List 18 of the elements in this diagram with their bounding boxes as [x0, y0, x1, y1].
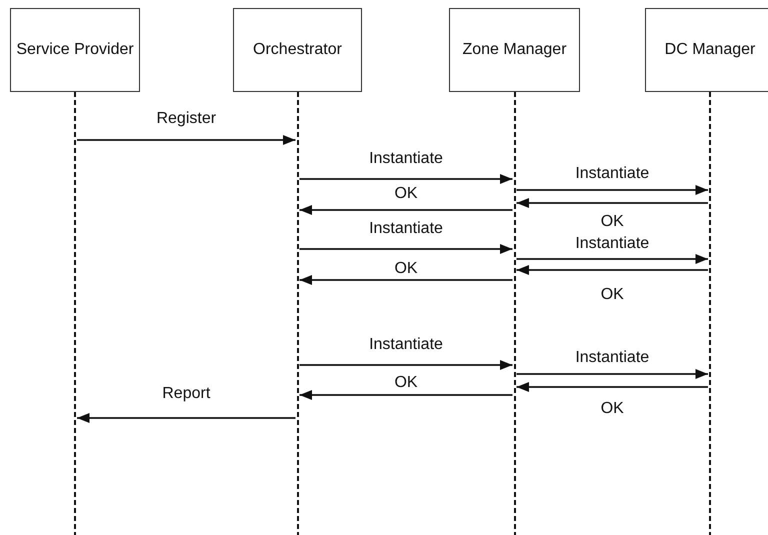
message-arrow	[300, 360, 512, 370]
message-arrow	[516, 382, 708, 392]
message-arrow	[300, 174, 512, 184]
message-arrow	[516, 254, 708, 264]
participant-box: Service Provider	[10, 8, 140, 92]
message-arrow	[516, 184, 708, 196]
participant-box: DC Manager	[645, 8, 768, 92]
message-arrow	[77, 412, 296, 424]
message-arrow	[516, 198, 708, 208]
message-arrow	[516, 368, 708, 380]
message-arrow	[300, 274, 512, 286]
participant-box: Zone Manager	[449, 8, 580, 92]
message-arrow	[300, 390, 512, 400]
participant-box: Orchestrator	[233, 8, 362, 92]
message-arrow	[300, 204, 512, 216]
message-arrow	[300, 244, 512, 254]
message-arrow	[516, 264, 708, 276]
message-arrow	[77, 134, 296, 146]
